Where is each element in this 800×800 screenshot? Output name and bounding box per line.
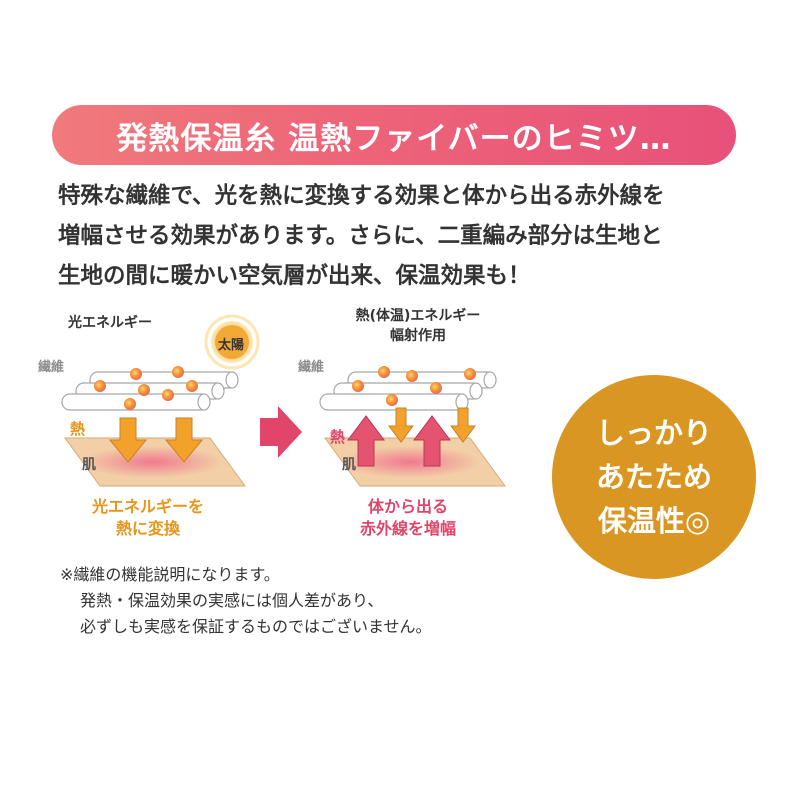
note-line: ※繊維の機能説明になります。 <box>60 565 280 584</box>
heat-label: 熱 <box>330 428 346 446</box>
skin-label: 肌 <box>82 457 96 473</box>
heat-glow <box>82 446 222 478</box>
down-arrow-icon <box>388 407 476 443</box>
down-arrow-icon <box>108 417 204 463</box>
sun-icon <box>204 314 260 370</box>
caption-line: 体から出る <box>367 497 448 516</box>
left-caption: 光エネルギーを 熱に変換 <box>58 496 238 540</box>
skin-label: 肌 <box>342 457 356 473</box>
page-title: 発熱保温糸 温熱ファイバーのヒミツ… <box>116 120 672 157</box>
badge-line: 保温性◎ <box>597 504 711 538</box>
up-arrow-icon <box>347 415 451 467</box>
heat-dots <box>352 366 476 406</box>
note-line: 必ずしも実感を保証するものではございません。 <box>80 617 432 636</box>
caption-line: 赤外線を増幅 <box>359 519 456 538</box>
heat-glow <box>340 446 480 478</box>
heat-dots <box>94 366 198 410</box>
intro-line: 増幅させる効果があります。さらに、二重編み部分は生地と <box>58 223 663 249</box>
note-line: 発熱・保温効果の実感には個人差があり、 <box>80 591 384 610</box>
caption-line: 熱に変換 <box>115 519 180 538</box>
fiber-rods <box>61 371 239 411</box>
fiber-label: 繊維 <box>298 360 325 375</box>
fiber-label: 繊維 <box>38 360 65 375</box>
label-line: 熱(体温)エネルギー <box>355 308 481 324</box>
disclaimer-notes: ※繊維の機能説明になります。 発熱・保温効果の実感には個人差があり、 必ずしも実… <box>60 562 432 640</box>
intro-text: 特殊な繊維で、光を熱に変換する効果と体から出る赤外線を 増幅させる効果があります… <box>58 176 758 296</box>
badge-line: しっかり <box>595 416 712 450</box>
badge-line: あたため <box>595 460 712 494</box>
warmth-badge: しっかり あたため 保温性◎ <box>552 375 756 579</box>
light-energy-label: 光エネルギー <box>68 315 152 331</box>
title-banner: 発熱保温糸 温熱ファイバーのヒミツ… <box>52 105 736 165</box>
heat-label: 熱 <box>70 420 86 438</box>
intro-line: 生地の間に暖かい空気層が出来、保温効果も！ <box>58 263 531 289</box>
sun-label: 太陽 <box>218 338 245 353</box>
right-caption: 体から出る 赤外線を増幅 <box>318 496 498 540</box>
right-arrow-icon <box>260 406 302 458</box>
radiant-energy-label: 熱(体温)エネルギー 幅射作用 <box>318 306 518 346</box>
fiber-diagram: 光エネルギー 太陽 繊維 熱 肌 光エネルギーを 熱に変換 熱(体温)エネルギー… <box>38 300 520 550</box>
intro-line: 特殊な繊維で、光を熱に変換する効果と体から出る赤外線を <box>58 183 665 209</box>
diagram-graphic <box>61 314 506 487</box>
label-line: 幅射作用 <box>390 328 446 344</box>
caption-line: 光エネルギーを <box>91 497 204 516</box>
